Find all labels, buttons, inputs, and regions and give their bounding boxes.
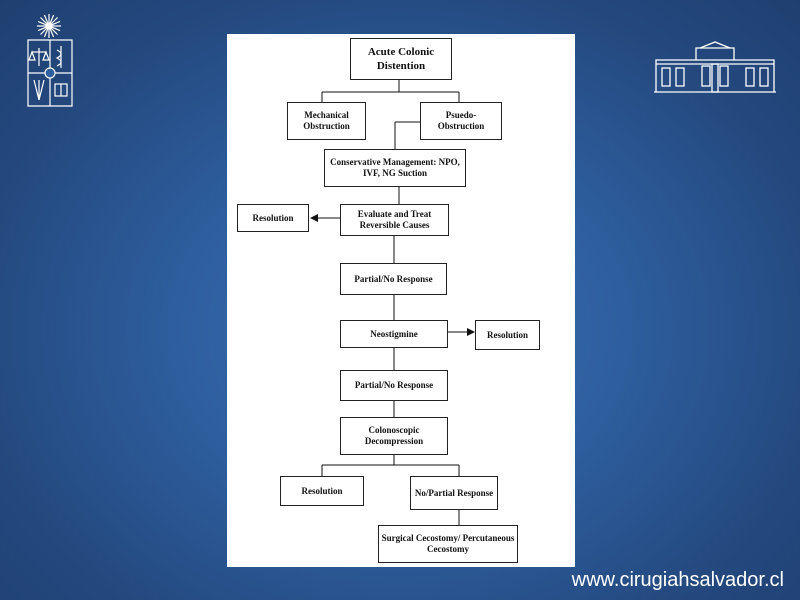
website-url: www.cirugiahsalvador.cl <box>571 569 784 591</box>
node-no-partial-response: No/Partial Response <box>410 476 498 510</box>
university-crest-icon <box>27 14 73 107</box>
flowchart-figure: Acute Colonic Distention Mechanical Obst… <box>227 34 575 567</box>
node-colonoscopic-decompression: Colonoscopic Decompression <box>340 417 448 455</box>
node-resolution-1: Resolution <box>237 204 309 232</box>
node-pseudo-obstruction: Psuedo-Obstruction <box>420 102 502 140</box>
building-facade-icon <box>654 41 776 93</box>
node-resolution-2: Resolution <box>475 320 540 350</box>
node-conservative-management: Conservative Management: NPO, IVF, NG Su… <box>324 149 466 187</box>
node-partial-no-response-2: Partial/No Response <box>340 370 448 401</box>
flowchart-connectors <box>310 80 475 525</box>
node-partial-no-response-1: Partial/No Response <box>340 263 447 295</box>
node-mechanical-obstruction: Mechanical Obstruction <box>287 102 366 140</box>
node-evaluate-treat: Evaluate and Treat Reversible Causes <box>340 204 449 236</box>
node-neostigmine: Neostigmine <box>340 320 448 348</box>
node-acute-colonic-distention: Acute Colonic Distention <box>350 38 452 80</box>
node-resolution-3: Resolution <box>280 476 364 506</box>
node-surgical-cecostomy: Surgical Cecostomy/ Percutaneous Cecosto… <box>378 525 518 563</box>
